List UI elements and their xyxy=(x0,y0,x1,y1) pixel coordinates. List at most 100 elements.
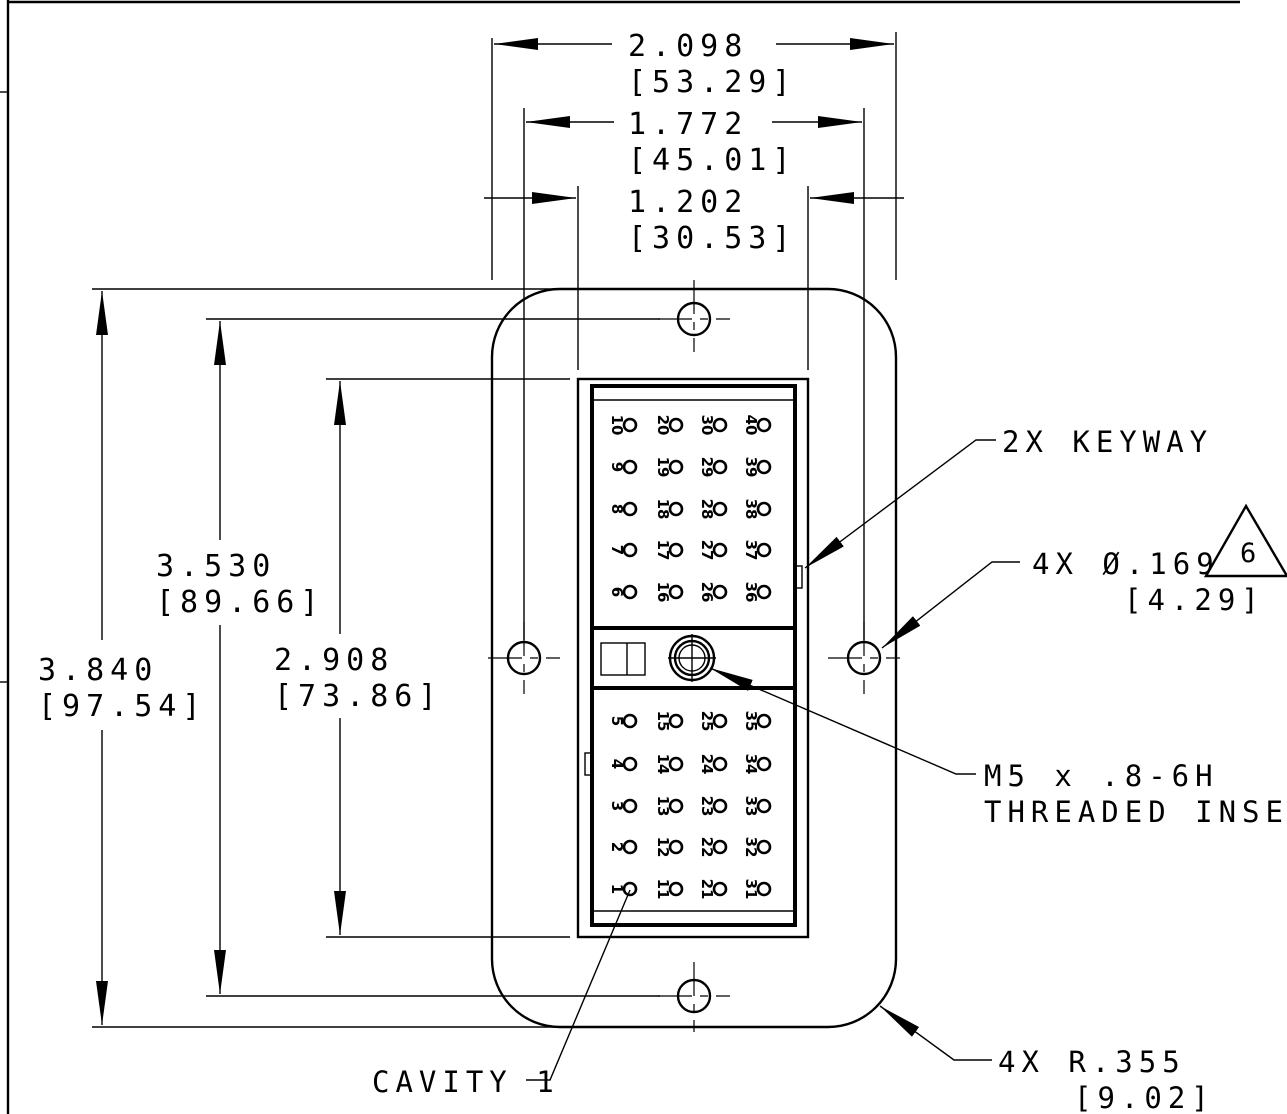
cavity-24 xyxy=(712,756,728,772)
overall-width-inch: 2.098 xyxy=(628,29,748,64)
cavity-number: 12 xyxy=(654,837,672,858)
overall-height-inch: 3.840 xyxy=(38,653,158,688)
hole-spacing-width-mm: [45.01] xyxy=(628,143,796,178)
hole-callout: 4X Ø.169 xyxy=(1032,547,1220,581)
keyway-right xyxy=(793,565,803,589)
cavity-number: 37 xyxy=(742,540,760,561)
keyway-callout: 2X KEYWAY xyxy=(1002,425,1213,459)
cavity-38 xyxy=(756,501,772,517)
cavity-15 xyxy=(668,713,684,729)
hole-spacing-height-inch: 3.530 xyxy=(156,549,276,584)
overall-width-mm: [53.29] xyxy=(628,65,796,100)
cavity-36 xyxy=(756,584,772,600)
cavity-16 xyxy=(668,584,684,600)
cavity-number: 15 xyxy=(654,711,672,732)
cavity-number: 20 xyxy=(654,415,672,436)
hole-spacing-height-mm: [89.66] xyxy=(156,585,324,620)
cavity-number: 16 xyxy=(654,582,672,603)
cavity-number: 29 xyxy=(698,457,716,478)
cavity-number: 2 xyxy=(608,842,626,852)
cavity-number: 25 xyxy=(698,711,716,732)
corner-radius-callout-mm: [9.02] xyxy=(1074,1081,1215,1114)
cavity-number: 39 xyxy=(742,457,760,478)
centerlines xyxy=(488,280,900,1032)
cavity-9 xyxy=(622,459,638,475)
cavity-39 xyxy=(756,459,772,475)
cavity-number: 3 xyxy=(608,801,626,811)
hole-callout-mm: [4.29] xyxy=(1124,583,1265,617)
cavity-18 xyxy=(668,501,684,517)
threaded-insert-callout-1: M5 x .8-6H xyxy=(984,759,1219,793)
insert-width-inch: 1.202 xyxy=(628,185,748,220)
cavity-25 xyxy=(712,713,728,729)
cavity-12 xyxy=(668,839,684,855)
cavity-5 xyxy=(622,713,638,729)
cavity-11 xyxy=(668,881,684,897)
cavity-number: 30 xyxy=(698,415,716,436)
cavity-33 xyxy=(756,798,772,814)
cavity-14 xyxy=(668,756,684,772)
cavity-number: 22 xyxy=(698,837,716,858)
cavity-number: 23 xyxy=(698,796,716,817)
insert-width-mm: [30.53] xyxy=(628,221,796,256)
threaded-insert xyxy=(668,634,716,682)
cavity-number: 10 xyxy=(608,415,626,436)
overall-height-mm: [97.54] xyxy=(38,689,206,724)
cavity-number: 18 xyxy=(654,499,672,520)
insert-height-mm: [73.86] xyxy=(274,679,442,714)
cavity-number: 14 xyxy=(654,754,672,775)
cavity-number: 26 xyxy=(698,582,716,603)
dimension-arrows xyxy=(96,37,904,1025)
cavity-10 xyxy=(622,417,638,433)
cavity-number: 7 xyxy=(608,545,626,555)
note-flag-triangle: 6 xyxy=(1203,503,1287,578)
cavity-number: 6 xyxy=(608,587,626,597)
cavity-callout: CAVITY 1 xyxy=(372,1065,560,1099)
cavity-7 xyxy=(622,542,638,558)
cavity-number: 27 xyxy=(698,540,716,561)
cavity-number: 38 xyxy=(742,499,760,520)
cavity-28 xyxy=(712,501,728,517)
cavity-17 xyxy=(668,542,684,558)
cavity-22 xyxy=(712,839,728,855)
threaded-insert-callout-2: THREADED INSERT xyxy=(984,795,1287,829)
cavity-number: 4 xyxy=(608,759,626,769)
cavity-number: 9 xyxy=(608,462,626,472)
cavity-2 xyxy=(622,839,638,855)
cavity-26 xyxy=(712,584,728,600)
cavity-number: 32 xyxy=(742,837,760,858)
cavity-number: 31 xyxy=(742,879,760,900)
cavity-19 xyxy=(668,459,684,475)
cavity-number: 21 xyxy=(698,879,716,900)
cavity-32 xyxy=(756,839,772,855)
cavity-4 xyxy=(622,756,638,772)
cavity-number: 1 xyxy=(608,884,626,894)
cavity-number: 35 xyxy=(742,711,760,732)
cavity-34 xyxy=(756,756,772,772)
cavity-23 xyxy=(712,798,728,814)
cavity-29 xyxy=(712,459,728,475)
corner-radius-callout: 4X R.355 xyxy=(998,1045,1186,1079)
cavity-number: 11 xyxy=(654,879,672,900)
cavity-number: 19 xyxy=(654,457,672,478)
cavity-31 xyxy=(756,881,772,897)
cavity-number: 33 xyxy=(742,796,760,817)
cavity-35 xyxy=(756,713,772,729)
keyway-left xyxy=(584,752,594,776)
cavity-1 xyxy=(622,881,638,897)
callout-labels: 2X KEYWAY 4X Ø.169 [4.29] M5 x .8-6H THR… xyxy=(372,425,1287,1114)
dimension-labels: 2.098 [53.29] 1.772 [45.01] 1.202 [30.53… xyxy=(38,29,796,724)
cavity-6 xyxy=(622,584,638,600)
cavity-13 xyxy=(668,798,684,814)
cavity-number: 28 xyxy=(698,499,716,520)
insert-height-inch: 2.908 xyxy=(274,643,394,678)
cavity-8 xyxy=(622,501,638,517)
note-flag-number: 6 xyxy=(1240,538,1256,569)
cavity-number: 17 xyxy=(654,540,672,561)
extension-lines xyxy=(92,32,897,1028)
cavity-20 xyxy=(668,417,684,433)
cavity-3 xyxy=(622,798,638,814)
cavity-37 xyxy=(756,542,772,558)
